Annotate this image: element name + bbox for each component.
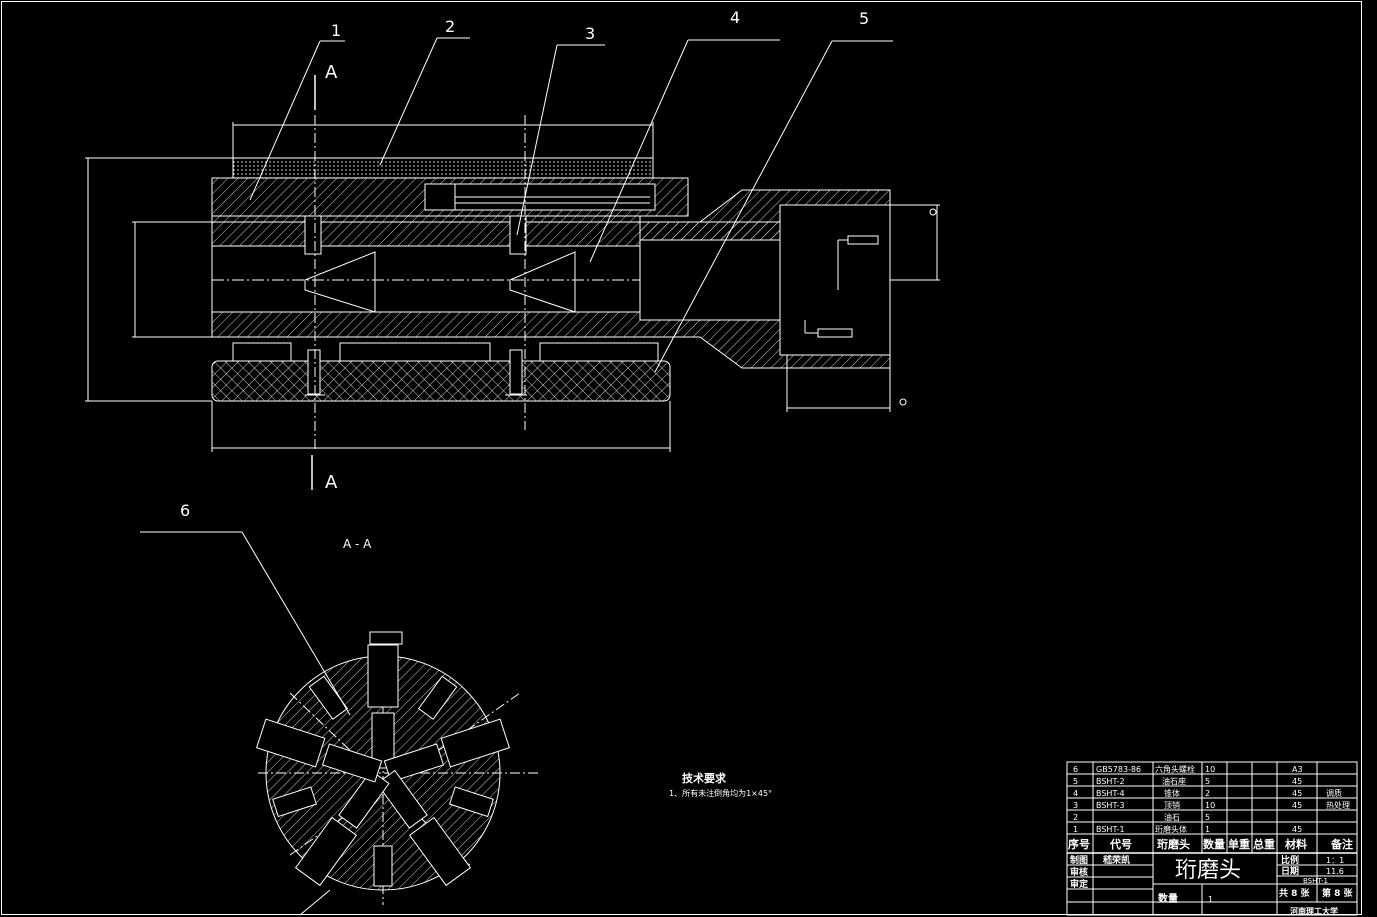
bom-row-2-qty: 5 — [1205, 813, 1210, 822]
bom-row-3-remark: 热处理 — [1326, 800, 1350, 810]
bom-table — [1066, 761, 1358, 916]
title-block-draw-label: 制图 — [1070, 854, 1088, 866]
bom-row-4-qty: 2 — [1205, 789, 1210, 798]
title-block-qty-value: 1 — [1208, 895, 1213, 904]
bom-header: 序号 代号 珩磨头 数量 单重 总重 材料 备注 — [1068, 837, 1353, 851]
title-block-review-label: 审核 — [1070, 866, 1088, 878]
bom-row-1-material: 45 — [1292, 825, 1302, 834]
bom-row-6-code: GB5783-86 — [1096, 765, 1141, 774]
bom-row-5-no: 5 — [1073, 777, 1078, 786]
section-aa-view — [140, 531, 540, 916]
bom-row-4-material: 45 — [1292, 789, 1302, 798]
cone-right — [509, 251, 576, 313]
bom-row-1-qty: 1 — [1205, 825, 1210, 834]
bom-rows: 6 GB5783-86 六角头螺栓 10 A3 5 BSHT-2 油石座 5 4… — [1073, 764, 1350, 834]
bolt-right — [509, 349, 523, 395]
title-block-sheet-no: 第 8 张 — [1322, 887, 1354, 899]
bom-row-4-no: 4 — [1073, 789, 1078, 798]
section-mark-top: A — [325, 62, 338, 83]
bom-row-3-qty: 10 — [1205, 801, 1215, 810]
bom-row-4-name: 锥体 — [1164, 788, 1180, 798]
bom-row-1-name: 珩磨头体 — [1155, 824, 1187, 834]
title-block-scale-value: 1：1 — [1326, 856, 1344, 865]
bom-header-code: 代号 — [1109, 837, 1132, 851]
balloon-6: 6 — [180, 501, 190, 520]
title-block-date-label: 日期 — [1281, 865, 1299, 877]
bom-header-remark: 备注 — [1330, 837, 1353, 851]
title-block-scale-label: 比例 — [1281, 854, 1299, 866]
title-block-sheets-total: 共 8 张 — [1279, 887, 1311, 899]
title-block-qty-label: 数量 — [1158, 892, 1178, 905]
tech-requirements-title: 技术要求 — [682, 771, 727, 785]
bom-header-qty: 数量 — [1203, 837, 1225, 851]
bom-row-3-name: 顶销 — [1164, 800, 1180, 810]
bom-row-6-no: 6 — [1073, 765, 1078, 774]
bom-row-1-code: BSHT-1 — [1096, 825, 1125, 834]
honing-stone — [232, 157, 654, 179]
body-bore — [211, 245, 641, 313]
bom-row-5-name: 油石座 — [1162, 776, 1186, 786]
pin-left — [304, 215, 322, 255]
bom-row-6-name: 六角头螺栓 — [1155, 764, 1195, 774]
bom-header-name: 珩磨头 — [1157, 837, 1190, 851]
bom-row-3-material: 45 — [1292, 801, 1302, 810]
bom-row-6-qty: 10 — [1205, 765, 1215, 774]
balloon-4: 4 — [730, 8, 740, 27]
title-block-drawing-no: BSHT-1 — [1303, 877, 1328, 885]
balloon-3: 3 — [585, 24, 595, 43]
balloon-1: 1 — [331, 21, 341, 40]
title-block-school: 河南理工大学 — [1290, 906, 1338, 916]
title-block-date-value: 11.6 — [1326, 867, 1344, 876]
bom-header-total-weight: 总重 — [1253, 837, 1275, 851]
bom-header-material: 材料 — [1285, 837, 1307, 851]
stone-seat-bottom — [211, 360, 671, 402]
bom-row-4-remark: 调质 — [1326, 788, 1342, 798]
bom-row-5-material: 45 — [1292, 777, 1302, 786]
bom-row-5-qty: 5 — [1205, 777, 1210, 786]
title-block-drawer: 嵇荣凯 — [1103, 854, 1130, 866]
balloon-2: 2 — [445, 17, 455, 36]
bom-row-4-code: BSHT-4 — [1096, 789, 1125, 798]
pin-right — [509, 215, 527, 255]
bom-row-2-name: 油石 — [1164, 812, 1180, 822]
title-block-approve-label: 审定 — [1070, 878, 1089, 890]
bom-row-5-code: BSHT-2 — [1096, 777, 1125, 786]
bom-row-3-no: 3 — [1073, 801, 1078, 810]
bom-header-unit-weight: 单重 — [1228, 837, 1250, 851]
bom-row-6-material: A3 — [1292, 765, 1303, 774]
section-view-title: A - A — [343, 537, 372, 551]
tech-requirements-note: 1、所有未注倒角均为1×45° — [669, 788, 772, 798]
bom-row-3-code: BSHT-3 — [1096, 801, 1125, 810]
section-mark-bottom: A — [325, 472, 338, 493]
title-block-title: 珩磨头 — [1175, 858, 1241, 883]
bom-header-no: 序号 — [1068, 837, 1090, 851]
bom-row-1-no: 1 — [1073, 825, 1078, 834]
title-block: 制图 嵇荣凯 审核 审定 珩磨头 数量 1 比例 1：1 日期 11.6 BSH… — [1070, 854, 1354, 916]
main-section-view — [85, 37, 940, 490]
bom-row-2-no: 2 — [1073, 813, 1078, 822]
cone-left — [304, 251, 376, 313]
bolt-left — [307, 349, 321, 395]
balloon-5: 5 — [859, 9, 869, 28]
